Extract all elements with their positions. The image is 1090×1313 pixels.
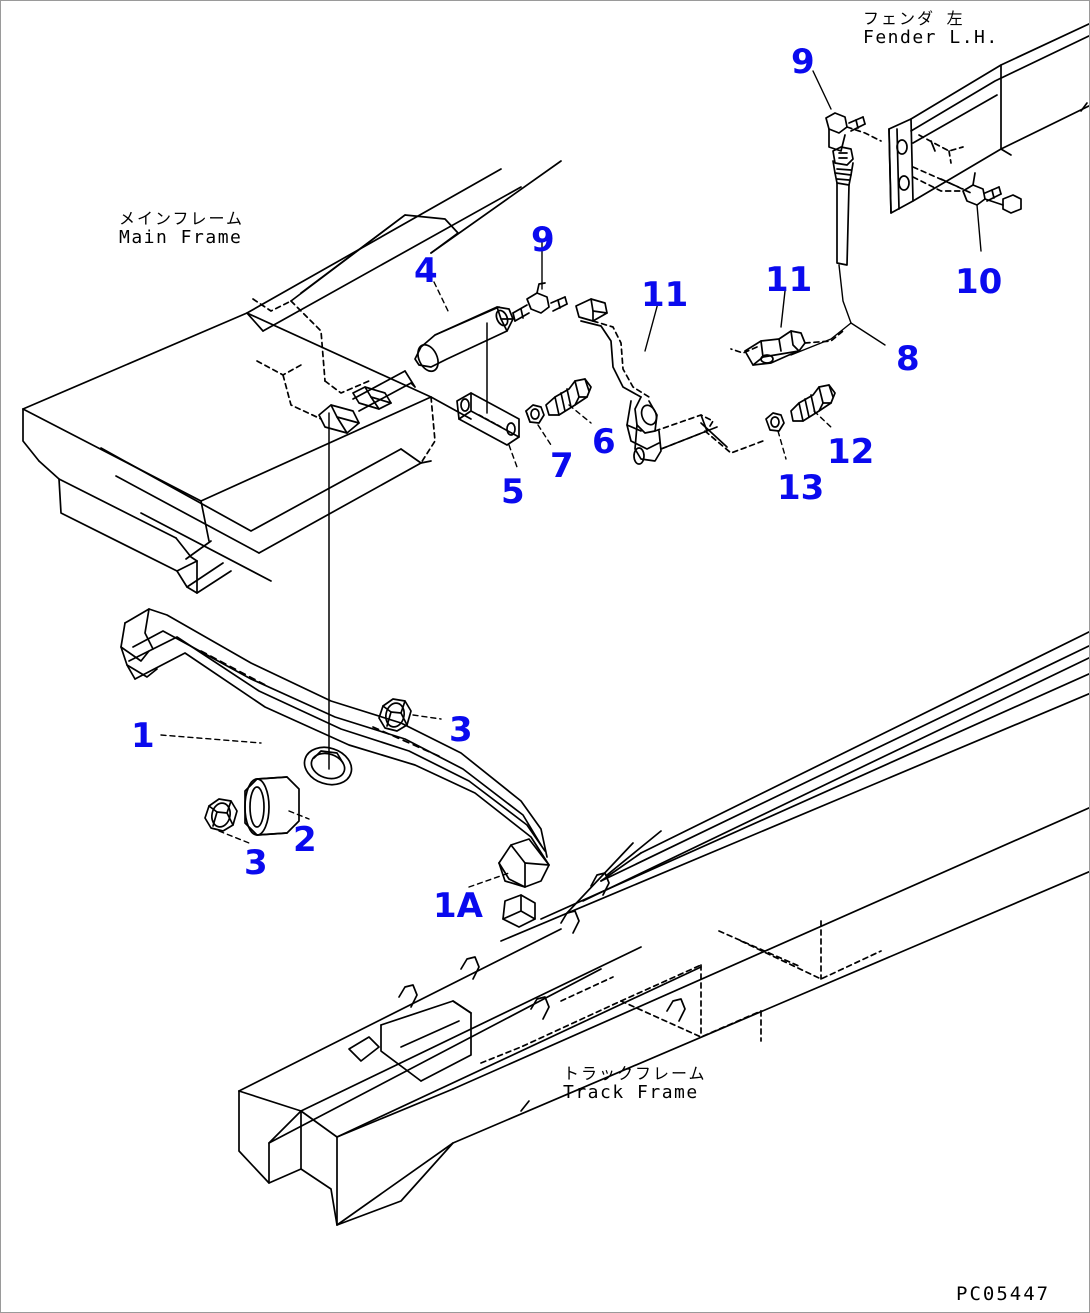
callout-4: 4 (414, 251, 438, 291)
fender-lh-assembly (888, 22, 1089, 214)
annotation-fender-lh-en: Fender L.H. (863, 27, 999, 48)
callout-7: 7 (550, 446, 574, 486)
annotation-main-frame-jp: メインフレーム (119, 209, 245, 228)
callout-3-right: 3 (449, 710, 473, 750)
annotation-main-frame-en: Main Frame (119, 227, 243, 248)
annotation-fender-lh: フェンダ 左 Fender L.H. (863, 9, 999, 47)
callout-1a: 1A (433, 886, 483, 926)
callout-9-center: 9 (531, 220, 555, 260)
callout-5: 5 (501, 472, 525, 512)
callout-8: 8 (896, 339, 920, 379)
part-2-bushing (244, 776, 300, 836)
part-4-pin (414, 306, 514, 373)
callout-9-top: 9 (791, 42, 815, 82)
callout-6: 6 (592, 422, 616, 462)
part-7-washer (525, 404, 545, 424)
part-9-fitting-center (512, 282, 568, 322)
callout-1: 1 (131, 716, 155, 756)
callout-11-left: 11 (641, 275, 689, 315)
part-10-fitting (962, 172, 1022, 214)
part-12-bolt (790, 384, 836, 422)
part-13-washer-small (765, 412, 785, 432)
annotation-track-frame-en: Track Frame (563, 1082, 699, 1103)
part-8-long-bolt (832, 146, 854, 266)
part-1-equalizer-bar (120, 608, 550, 888)
callout-3-left: 3 (244, 843, 268, 883)
track-frame (238, 631, 1089, 1226)
part-3-seal-ring-left (204, 798, 238, 832)
part-6-bolt (545, 378, 592, 416)
part-3-seal-ring-right (378, 698, 412, 732)
annotation-main-frame: メインフレーム Main Frame (119, 209, 244, 247)
part-5-retainer-plate (456, 392, 520, 446)
part-11-tube-right (730, 330, 844, 366)
sheet-code: PC05447 (956, 1283, 1051, 1305)
part-9-fitting-top (825, 112, 882, 152)
callout-2: 2 (293, 820, 317, 860)
annotation-track-frame: トラックフレーム Track Frame (563, 1064, 707, 1102)
callout-10: 10 (955, 262, 1003, 302)
annotation-fender-lh-jp: フェンダ 左 (863, 9, 965, 28)
callout-13: 13 (777, 468, 825, 508)
annotation-track-frame-jp: トラックフレーム (563, 1064, 707, 1083)
callout-12: 12 (827, 432, 875, 472)
main-frame-body (22, 160, 562, 594)
callout-11-right: 11 (765, 260, 813, 300)
